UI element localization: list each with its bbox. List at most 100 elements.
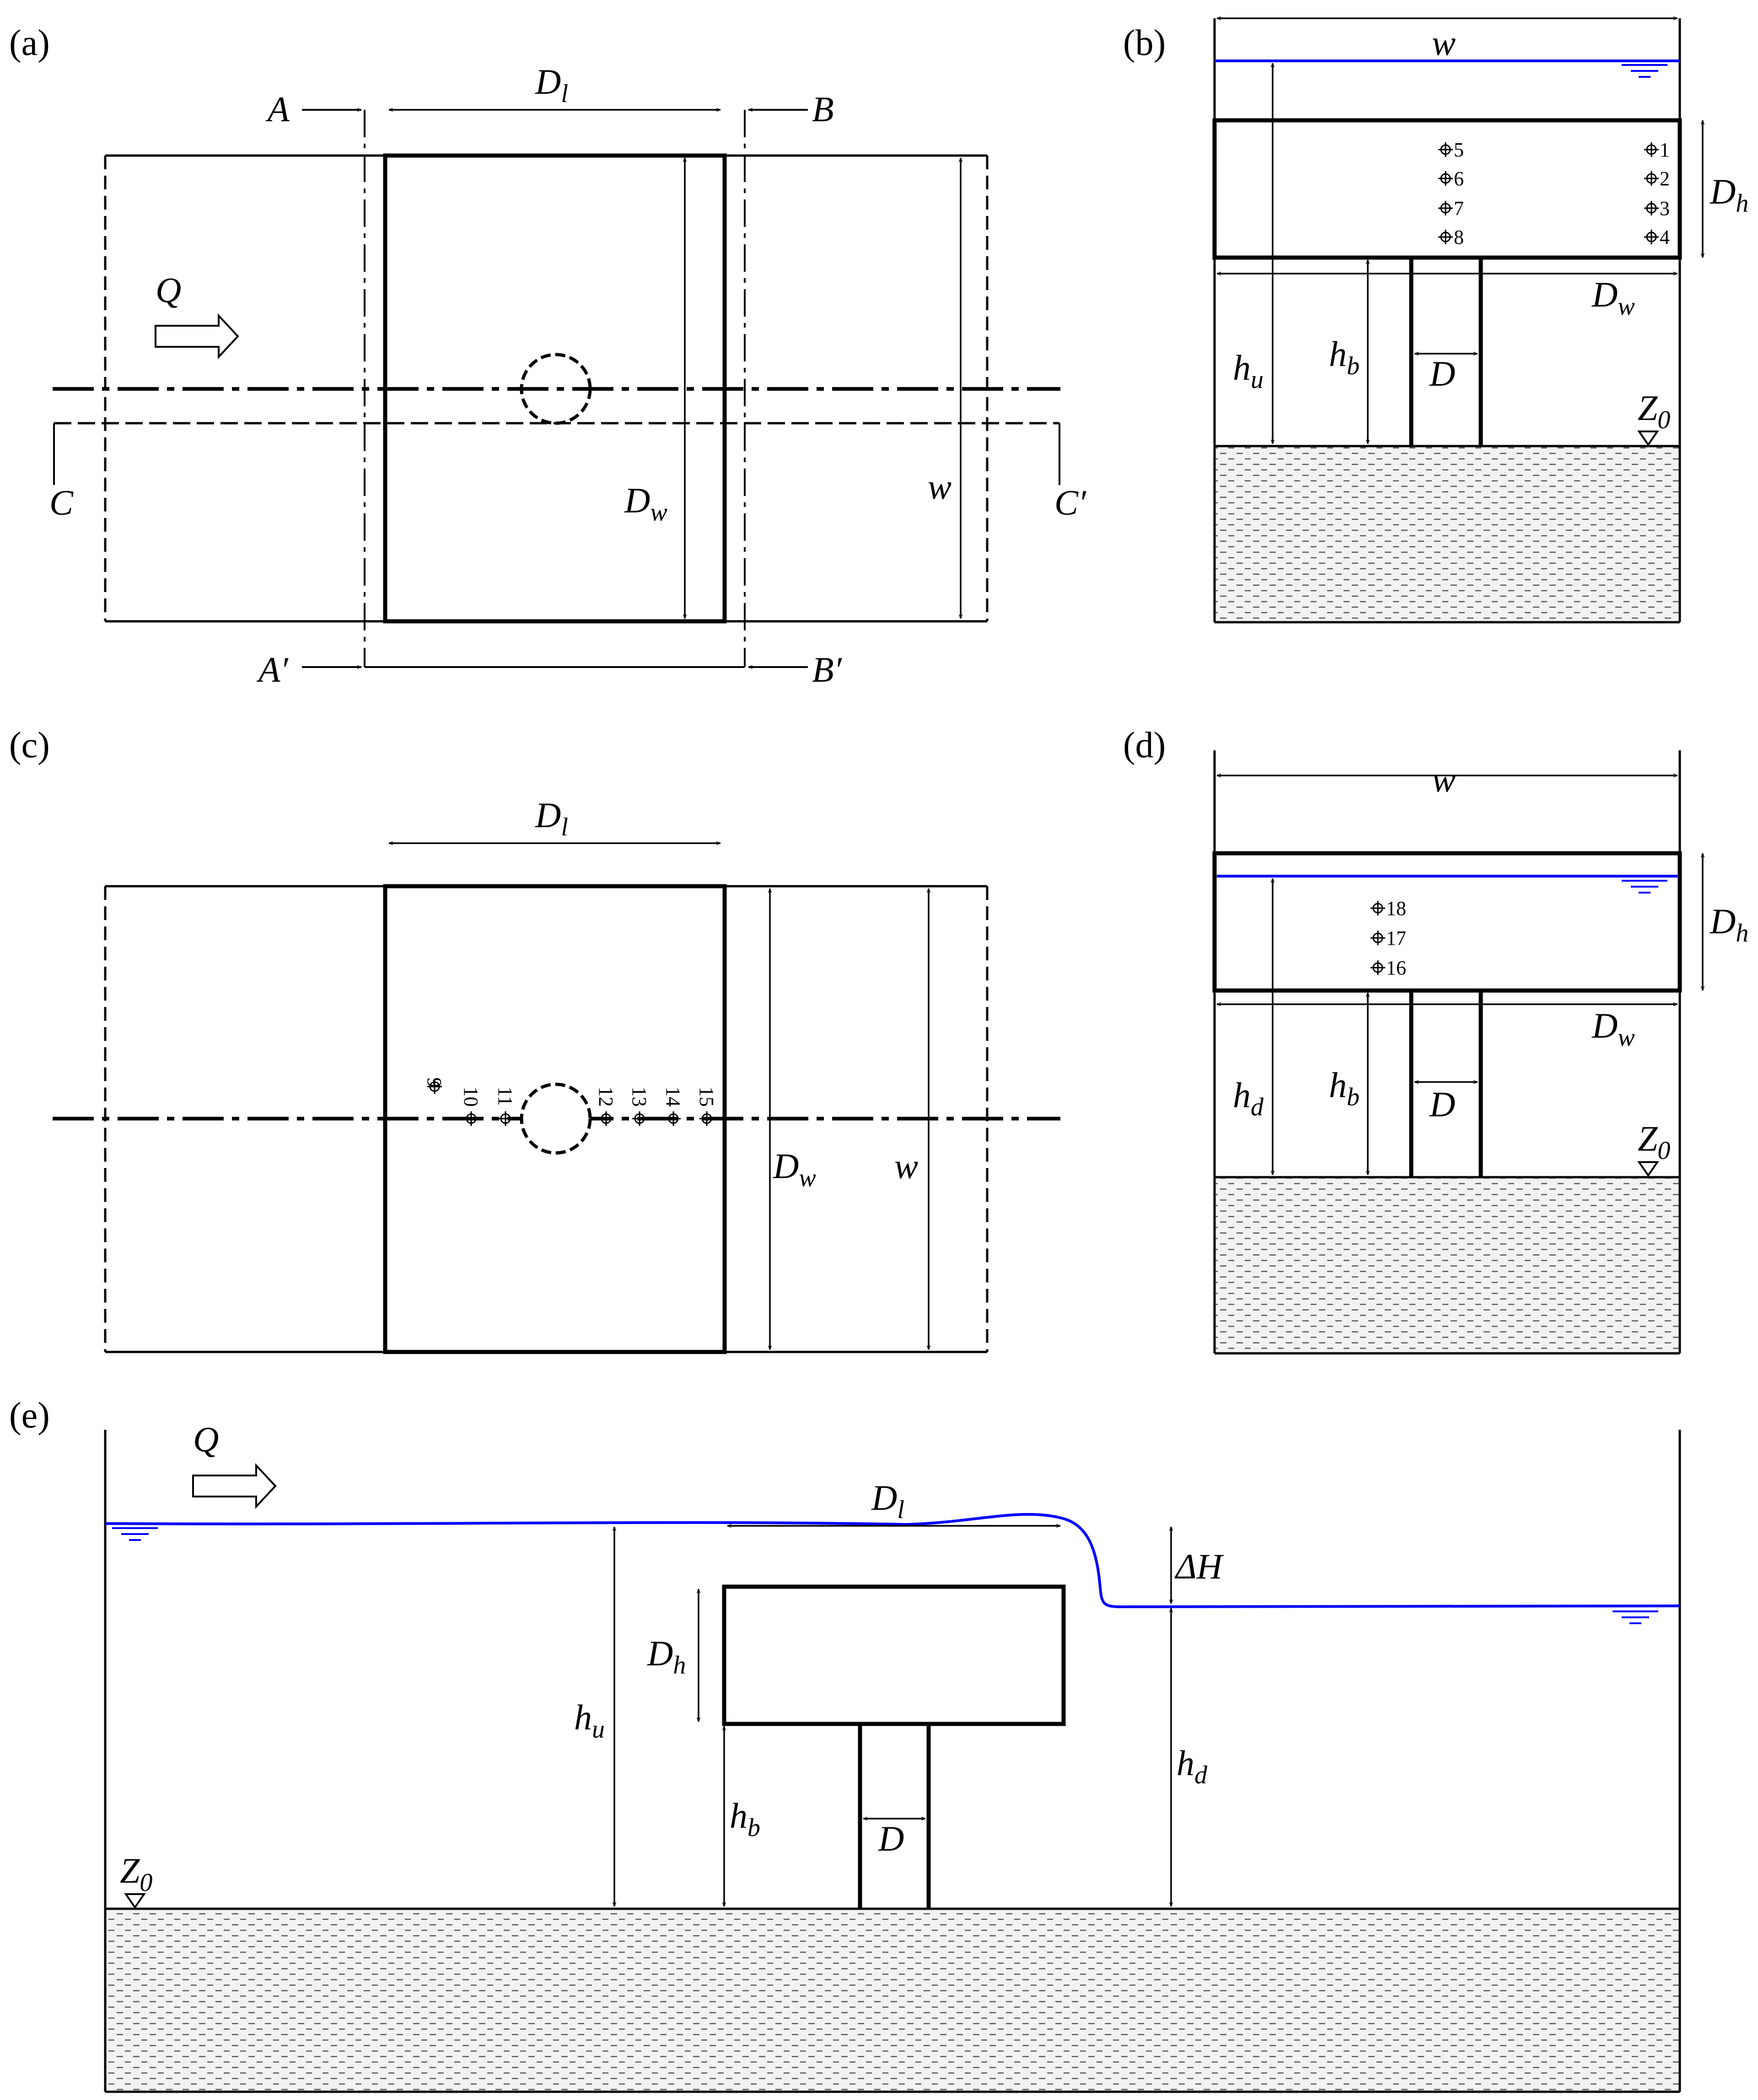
dim-hb-main-b: h — [1329, 334, 1347, 374]
dim-dw-main-d: D — [1591, 1006, 1618, 1045]
z0-marker-b — [1637, 431, 1659, 447]
flow-arrow-e — [192, 1463, 277, 1509]
point-2: 2 — [1660, 167, 1670, 190]
dim-dw-main-c: D — [773, 1146, 799, 1186]
water-symbol-b — [1622, 64, 1667, 78]
svg-text:Dl: Dl — [535, 62, 568, 108]
dim-dl-sub-c: l — [561, 813, 568, 841]
dim-dl-sub: l — [561, 80, 568, 108]
deck-block-b — [1212, 118, 1682, 260]
dim-delta-h-e: ΔH — [1174, 1546, 1224, 1586]
svg-text:hu: hu — [1233, 348, 1263, 394]
dim-dw-sub-b: w — [1618, 292, 1634, 321]
point-6: 6 — [1454, 167, 1464, 190]
dim-hu-main-e: h — [574, 1697, 592, 1737]
z0-marker-e — [124, 1893, 146, 1909]
point-9: 9 — [423, 1077, 446, 1088]
panel-e: (e) Q D Dl Dh — [9, 1395, 1681, 2093]
z0-sub-e: 0 — [140, 1868, 152, 1897]
svg-text:hb: hb — [1329, 334, 1360, 380]
point-17: 17 — [1386, 927, 1406, 949]
z0-main-b: Z — [1638, 388, 1658, 428]
dim-dw-sub-a: w — [650, 498, 667, 527]
svg-text:Z0: Z0 — [1638, 388, 1670, 434]
panel-d-label: (d) — [1123, 725, 1166, 765]
dim-w-b: w — [1432, 23, 1456, 63]
water-symbol-e-down — [1613, 1610, 1658, 1624]
svg-text:Dh: Dh — [1710, 901, 1748, 948]
dim-d-b: D — [1429, 354, 1455, 393]
point-7: 7 — [1454, 197, 1464, 220]
svg-text:hd: hd — [1177, 1743, 1208, 1789]
dim-w-a: w — [928, 467, 952, 506]
water-symbol-e-up — [112, 1527, 158, 1541]
svg-text:hb: hb — [730, 1796, 760, 1842]
svg-text:Dh: Dh — [1710, 172, 1748, 218]
svg-text:hd: hd — [1233, 1075, 1264, 1121]
measure-points-d: 18 17 16 — [1371, 897, 1406, 979]
dim-hu-main-b: h — [1233, 348, 1251, 388]
pier-circle-plan-c — [520, 1082, 592, 1155]
panel-a: (a) A B A′ B′ C C′ Q Dl — [9, 23, 1087, 689]
point-11: 11 — [494, 1087, 516, 1106]
svg-text:Dw: Dw — [1591, 275, 1635, 321]
point-16: 16 — [1386, 957, 1406, 979]
svg-text:hu: hu — [574, 1697, 605, 1744]
dim-w-c: w — [894, 1146, 918, 1186]
section-b-prime-label: B′ — [812, 650, 843, 689]
pier-circle-plan — [520, 353, 592, 425]
point-14: 14 — [662, 1087, 684, 1107]
panel-c: (c) Dl Dw w 9 10 11 12 13 14 — [9, 725, 1060, 1354]
dim-hb-main-e: h — [730, 1796, 747, 1836]
point-5: 5 — [1454, 139, 1464, 161]
z0-marker-d — [1637, 1161, 1659, 1177]
dim-dh-sub-b: h — [1736, 189, 1748, 218]
svg-text:Z0: Z0 — [120, 1851, 152, 1897]
point-18: 18 — [1386, 897, 1406, 920]
dim-dl-sub-e: l — [897, 1496, 904, 1524]
flow-label-e: Q — [193, 1419, 219, 1459]
point-1: 1 — [1660, 139, 1670, 161]
section-a-prime-label: A′ — [256, 650, 289, 689]
dim-dh-sub-e: h — [673, 1651, 686, 1680]
dim-dh-main-d: D — [1710, 901, 1736, 941]
flow-arrow-a — [155, 313, 239, 360]
dim-dh-main-e: D — [647, 1633, 673, 1673]
point-10: 10 — [460, 1087, 482, 1107]
measure-points-c: 9 10 11 12 13 14 15 — [423, 1077, 718, 1126]
flow-label-a: Q — [156, 270, 181, 310]
measure-points-b: 5 6 7 8 1 2 3 4 — [1438, 139, 1670, 248]
deck-block-e — [722, 1584, 1066, 1726]
dim-hd-sub-e: d — [1194, 1761, 1208, 1789]
dim-hd-main-e: h — [1177, 1743, 1194, 1783]
dim-hd-main-d: h — [1233, 1075, 1251, 1115]
dim-w-d: w — [1432, 759, 1456, 799]
dim-dw-main-b: D — [1591, 275, 1618, 314]
svg-text:hb: hb — [1329, 1065, 1360, 1111]
panel-d: (d) w D Dh Dw hd hb Z — [1123, 725, 1748, 1355]
dim-hb-sub-e: b — [747, 1814, 760, 1842]
svg-text:Dw: Dw — [1591, 1006, 1635, 1052]
section-a-label: A — [265, 89, 290, 129]
dim-hd-sub-d: d — [1251, 1093, 1264, 1121]
svg-text:Dl: Dl — [535, 795, 568, 841]
dim-dh-sub-d: h — [1736, 919, 1748, 948]
svg-text:Dw: Dw — [773, 1146, 816, 1192]
z0-sub-b: 0 — [1657, 406, 1670, 434]
svg-text:Dh: Dh — [647, 1633, 686, 1680]
svg-text:Dl: Dl — [871, 1478, 904, 1524]
panel-c-label: (c) — [9, 725, 50, 765]
point-4: 4 — [1660, 226, 1670, 248]
point-8: 8 — [1454, 226, 1464, 248]
section-c-label: C — [49, 483, 74, 522]
point-3: 3 — [1660, 197, 1670, 220]
panel-e-label: (e) — [9, 1395, 50, 1436]
dim-hu-sub-b: u — [1251, 366, 1263, 394]
z0-main-d: Z — [1638, 1119, 1658, 1158]
dim-d-e: D — [878, 1819, 904, 1858]
dim-hb-sub-b: b — [1347, 352, 1360, 380]
dim-dl-main: D — [535, 62, 561, 102]
z0-main-e: Z — [120, 1851, 140, 1890]
dim-dh-main-b: D — [1710, 172, 1736, 211]
panel-b-label: (b) — [1123, 23, 1166, 63]
